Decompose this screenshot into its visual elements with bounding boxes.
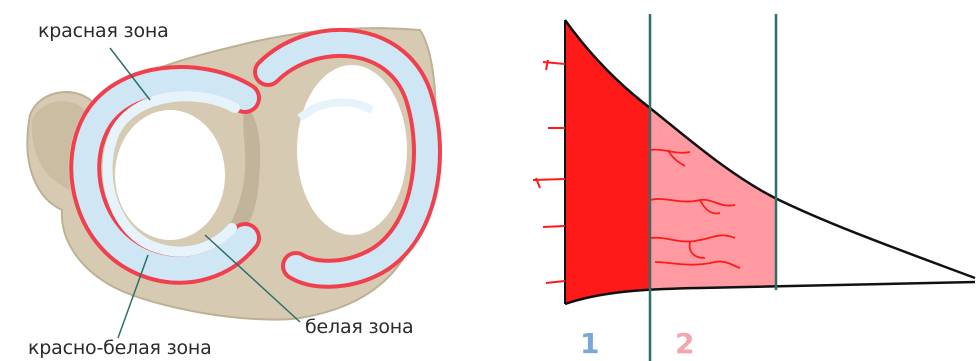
red-zone-fill xyxy=(565,22,650,303)
white-zone-label: белая зона xyxy=(305,316,413,338)
red-zone-label: красная зона xyxy=(38,20,169,42)
red-white-zone-label: красно-белая зона xyxy=(28,337,212,359)
zone-2-number: 2 xyxy=(675,327,694,360)
zone-profile-diagram xyxy=(533,14,975,361)
zone-1-number: 1 xyxy=(580,327,599,360)
vessel-ticks xyxy=(533,60,565,283)
